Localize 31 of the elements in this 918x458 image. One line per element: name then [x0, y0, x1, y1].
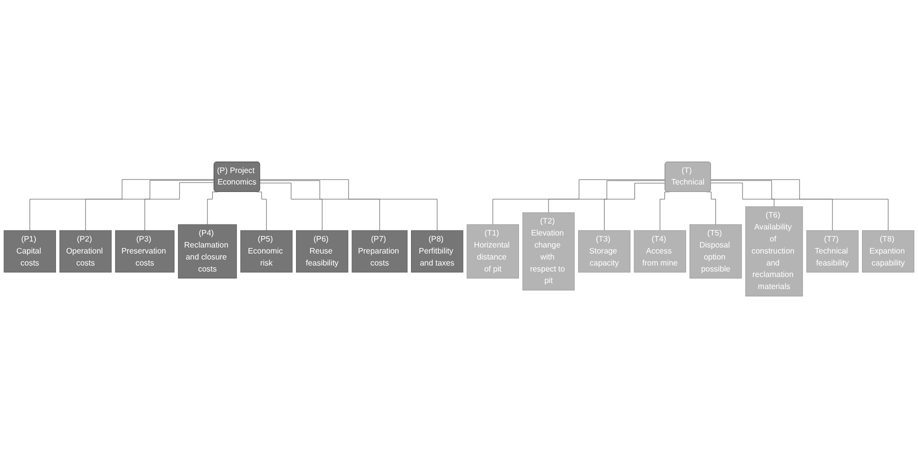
- node-box: [522, 212, 575, 290]
- node-box: [240, 230, 293, 273]
- connector: [604, 182, 666, 231]
- connector: [207, 192, 218, 225]
- node-box: [59, 230, 112, 273]
- node-box: [690, 224, 742, 278]
- connector: [85, 180, 215, 231]
- node-box: [578, 230, 630, 273]
- node-box: [745, 206, 803, 296]
- connector: [548, 180, 666, 213]
- node-box: [806, 230, 859, 273]
- node-box: [178, 224, 237, 278]
- connector: [30, 179, 215, 231]
- connector: [260, 179, 438, 231]
- node-box: [411, 230, 464, 273]
- node-box: [4, 230, 56, 273]
- connector: [660, 192, 670, 231]
- connector: [144, 182, 215, 231]
- node-box: [862, 230, 914, 273]
- node-box: [115, 230, 174, 273]
- connector: [260, 182, 322, 231]
- node-box: [634, 230, 686, 273]
- connector: [710, 180, 833, 231]
- connector: [710, 179, 888, 231]
- connector: [710, 182, 774, 207]
- node-box: [466, 224, 519, 278]
- node-box: [296, 230, 348, 273]
- node-box: [352, 230, 408, 273]
- connector: [492, 179, 666, 225]
- connector: [260, 180, 380, 231]
- connector: [256, 192, 267, 231]
